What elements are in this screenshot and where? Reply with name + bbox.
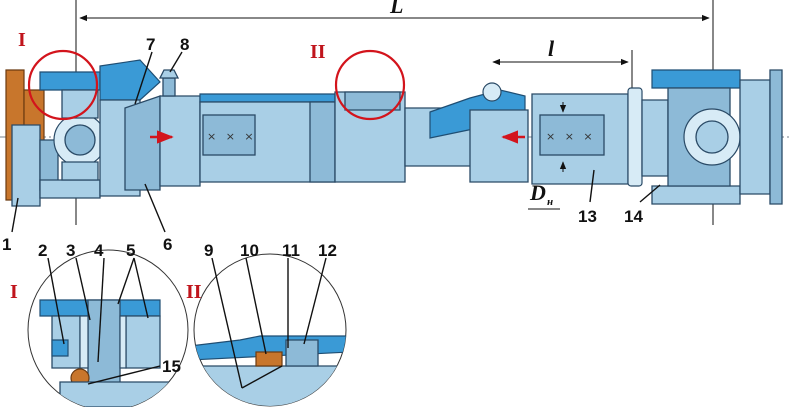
part-label-8: 8 bbox=[180, 35, 189, 54]
propeller-tube: × × × bbox=[531, 93, 629, 185]
part-label-1: 1 bbox=[2, 235, 11, 254]
right-flange-yoke bbox=[627, 69, 783, 205]
detail-view-2 bbox=[193, 253, 347, 407]
grease-nipple bbox=[158, 69, 180, 97]
part-label-7: 7 bbox=[146, 35, 155, 54]
part-label-9: 9 bbox=[204, 241, 213, 260]
part-label-5: 5 bbox=[126, 241, 135, 260]
part-label-11: 11 bbox=[282, 241, 300, 260]
diameter-label: D н bbox=[528, 180, 560, 210]
part-label-6: 6 bbox=[163, 235, 172, 254]
dimension-label-l: l bbox=[548, 36, 555, 61]
part-label-12: 12 bbox=[318, 241, 337, 260]
part-label-15: 15 bbox=[162, 357, 181, 376]
spline-marks-right: × × × bbox=[546, 130, 596, 143]
part-label-14: 14 bbox=[624, 207, 643, 226]
detail-view-label-1: I bbox=[10, 281, 18, 303]
leader-lines bbox=[11, 51, 661, 233]
dimension-label-L: L bbox=[389, 0, 403, 18]
detail-2-leaders bbox=[211, 257, 327, 389]
detail-view-label-2: II bbox=[186, 281, 202, 303]
part-label-3: 3 bbox=[66, 241, 75, 260]
part-label-10: 10 bbox=[240, 241, 259, 260]
view-label-1: I bbox=[18, 29, 26, 51]
detail-1-leaders bbox=[47, 257, 161, 385]
dimension-length-l: l bbox=[492, 36, 633, 92]
part-label-2: 2 bbox=[38, 241, 47, 260]
detail-marker-2 bbox=[334, 49, 406, 121]
intermediate-support bbox=[429, 82, 529, 183]
spline-housing: × × × bbox=[199, 93, 336, 183]
part-label-13: 13 bbox=[578, 207, 597, 226]
left-flange-yoke bbox=[5, 69, 107, 207]
detail-marker-1 bbox=[27, 49, 99, 121]
left-sleeve-yoke bbox=[99, 59, 201, 197]
spline-marks-left: × × × bbox=[207, 130, 257, 143]
detail-view-1 bbox=[27, 249, 189, 407]
part-label-4: 4 bbox=[94, 241, 104, 260]
svg-text:н: н bbox=[547, 196, 553, 208]
svg-text:D: D bbox=[529, 180, 546, 205]
view-label-2: II bbox=[310, 41, 326, 63]
